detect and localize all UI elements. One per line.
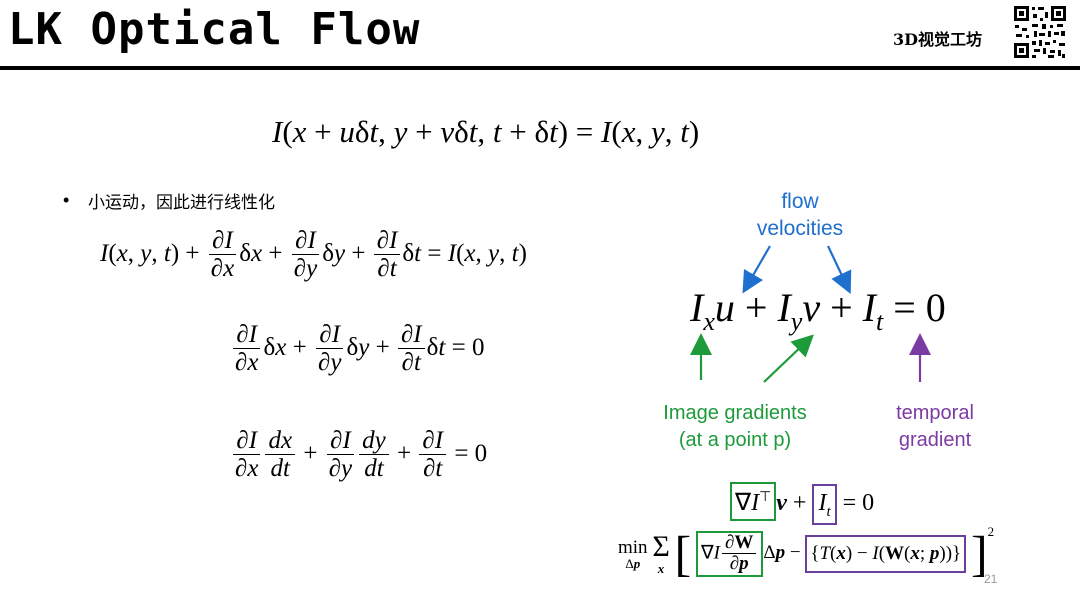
gradient-term-box: ∇I⊤: [730, 482, 777, 521]
optical-flow-equation: Ixu + Iyv + It = 0: [690, 285, 946, 336]
brightness-constancy-equation: I(x + uδt, y + vδt, t + δt) = I(x, y, t): [272, 114, 700, 149]
page-number: 21: [984, 572, 998, 586]
header-divider: [0, 66, 1080, 70]
slide-title: LK Optical Flow: [8, 4, 421, 55]
arrow-to-v: [827, 245, 852, 294]
image-gradients-label: Image gradients (at a point p): [663, 402, 807, 451]
bullet-marker: •: [63, 190, 70, 210]
annotation-arrows: [690, 245, 931, 383]
brand-text: 3D视觉工坊: [893, 30, 983, 49]
temporal-gradient-label: temporal gradient: [896, 402, 974, 451]
bullet-text: 小运动，因此进行线性化: [88, 193, 275, 213]
arrow-to-u: [742, 245, 771, 294]
vector-form-equation: ∇I⊤v + It = 0: [730, 482, 874, 525]
qr-code-icon: [1012, 4, 1068, 60]
flow-velocities-label: flow velocities: [756, 190, 844, 241]
arrow-to-iy: [763, 334, 814, 383]
jacobian-term-box: ∇I∂W∂p: [695, 530, 764, 577]
error-term-box: {T(x) − I(W(x; p))}: [805, 534, 967, 573]
temporal-term-box: It: [812, 484, 837, 525]
